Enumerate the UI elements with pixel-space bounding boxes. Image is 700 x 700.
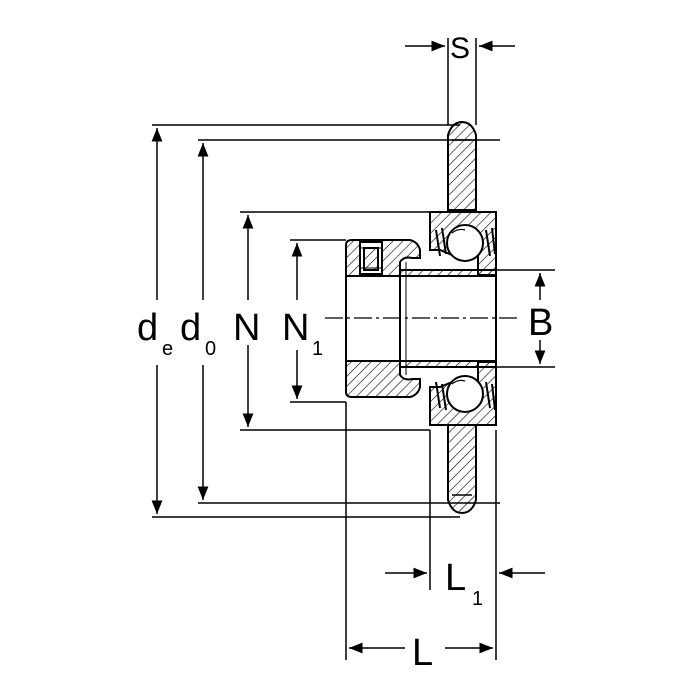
- label-de: d: [137, 307, 158, 349]
- extension-lines: [152, 38, 555, 660]
- label-L1: L: [445, 557, 466, 599]
- label-de-sub: e: [162, 338, 173, 360]
- label-L1-sub: 1: [472, 588, 483, 610]
- label-B: B: [528, 302, 553, 344]
- label-N1-sub: 1: [312, 338, 323, 360]
- label-d0-sub: 0: [205, 338, 216, 360]
- bearing-seals: [435, 227, 496, 411]
- label-N1: N: [282, 307, 309, 349]
- label-d0: d: [180, 307, 201, 349]
- bearing-balls: [446, 224, 484, 413]
- label-N: N: [233, 307, 260, 349]
- label-L: L: [412, 632, 433, 674]
- label-S: S: [450, 32, 470, 65]
- set-screw: [359, 241, 383, 275]
- dimension-lines: [151, 40, 546, 654]
- dimension-labels: d e d 0 N N 1 B S L 1 L: [137, 32, 553, 674]
